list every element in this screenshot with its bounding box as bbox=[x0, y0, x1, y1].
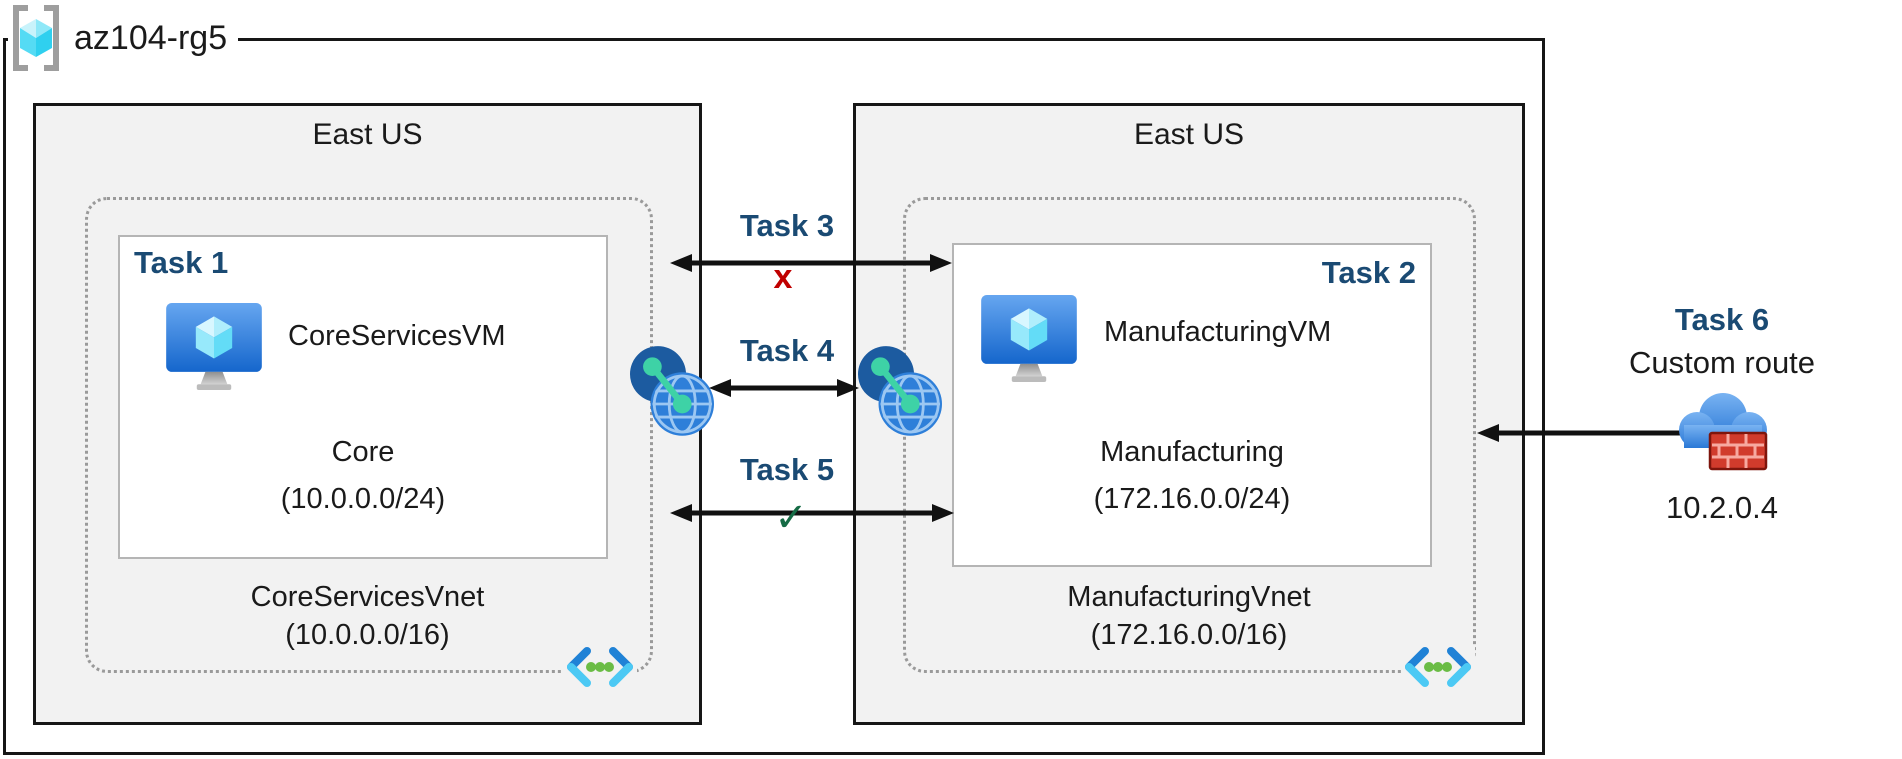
resource-group-box bbox=[3, 38, 1545, 755]
task6-label: Task 6 bbox=[1674, 302, 1770, 337]
vnet-cidr: (10.0.0.0/16) bbox=[285, 619, 450, 651]
task3-arrow bbox=[670, 254, 952, 272]
vm-icon bbox=[980, 295, 1078, 383]
subnet-box-manufacturing: Task 2 ManufacturingVM Manufacturing (17… bbox=[952, 243, 1432, 567]
vnet-label: CoreServicesVnet (10.0.0.0/16) bbox=[36, 578, 699, 654]
task5-label: Task 5 bbox=[739, 452, 835, 487]
task1-label: Task 1 bbox=[134, 245, 229, 280]
region-box-right: East US Task 2 ManufacturingVM Manufactu… bbox=[853, 103, 1525, 725]
virtual-network-icon bbox=[563, 646, 637, 688]
allowed-check-marker: ✓ bbox=[774, 496, 808, 540]
vnet-name: ManufacturingVnet bbox=[1067, 581, 1311, 613]
custom-route-arrow bbox=[1477, 424, 1689, 442]
peering-icon-left bbox=[630, 341, 714, 439]
custom-route-title: Custom route bbox=[1628, 345, 1816, 380]
subnet-box-core: Task 1 CoreServicesVM Core (10.0.0.0/24) bbox=[118, 235, 608, 559]
region-title: East US bbox=[1133, 118, 1245, 151]
task4-arrow bbox=[709, 379, 859, 397]
subnet-name: Manufacturing bbox=[1100, 436, 1284, 468]
blocked-x-marker: x bbox=[773, 258, 793, 296]
vnet-cidr: (172.16.0.0/16) bbox=[1090, 619, 1288, 651]
subnet-cidr: (172.16.0.0/24) bbox=[1093, 483, 1291, 515]
vm-name: ManufacturingVM bbox=[1104, 316, 1332, 348]
nva-ip-label: 10.2.0.4 bbox=[1665, 490, 1779, 525]
vnet-label: ManufacturingVnet (172.16.0.0/16) bbox=[856, 578, 1522, 654]
task5-arrow bbox=[670, 504, 954, 522]
region-box-left: East US Task 1 CoreServicesVM Core (10.0… bbox=[33, 103, 702, 725]
cloud-firewall-icon bbox=[1672, 386, 1774, 476]
subnet-name: Core bbox=[331, 436, 395, 468]
vnet-name: CoreServicesVnet bbox=[250, 581, 485, 613]
vm-name: CoreServicesVM bbox=[288, 320, 506, 352]
task4-label: Task 4 bbox=[739, 333, 835, 368]
peering-icon-right bbox=[858, 341, 942, 439]
resource-group-icon bbox=[8, 4, 64, 72]
task2-label: Task 2 bbox=[1321, 255, 1416, 290]
vnet-boundary-coreservices bbox=[85, 197, 653, 673]
vm-icon bbox=[165, 303, 263, 391]
virtual-network-icon bbox=[1401, 646, 1475, 688]
subnet-cidr: (10.0.0.0/24) bbox=[280, 483, 446, 515]
task3-label: Task 3 bbox=[739, 208, 835, 243]
region-title: East US bbox=[312, 118, 423, 151]
resource-group-name: az104-rg5 bbox=[74, 19, 228, 57]
